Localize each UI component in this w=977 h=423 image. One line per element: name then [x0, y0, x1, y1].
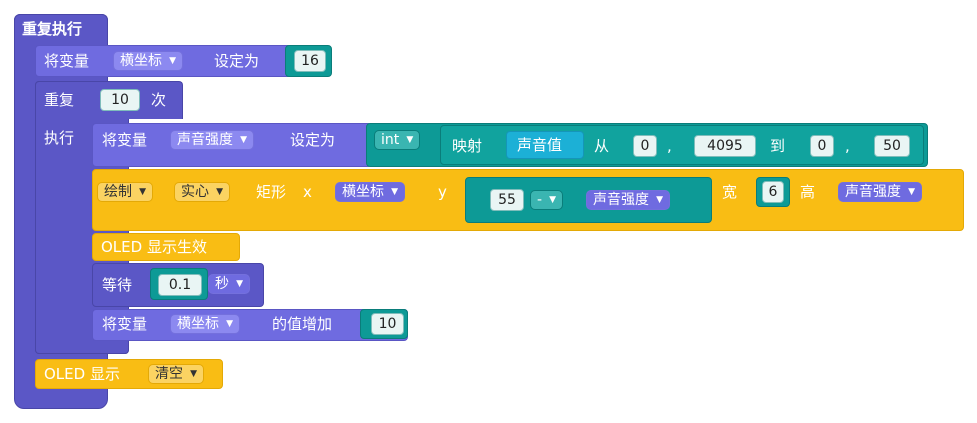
variable-dropdown-label: 横坐标	[120, 53, 162, 69]
y-number-field[interactable]: 55	[490, 189, 524, 211]
y-variable-dropdown[interactable]: 声音强度 ▼	[586, 190, 670, 210]
wait-label: 等待	[102, 276, 133, 294]
sound-variable-dropdown[interactable]: 声音强度 ▼	[170, 130, 254, 150]
change-var-mid: 的值增加	[272, 315, 333, 333]
to-high-field[interactable]: 50	[874, 135, 910, 157]
change-var-prefix: 将变量	[102, 315, 148, 333]
repeat-forever-header[interactable]	[14, 14, 108, 44]
chevron-down-icon: ▼	[549, 195, 557, 205]
map-label: 映射	[452, 137, 483, 155]
oled-clear-action-label: 清空	[155, 366, 183, 382]
y-label: y	[438, 183, 447, 201]
draw-mode-label: 绘制	[104, 184, 132, 200]
chevron-down-icon: ▼	[240, 135, 247, 145]
chevron-down-icon: ▼	[169, 56, 176, 66]
comma-1: ,	[667, 137, 672, 155]
set-sound-mid: 设定为	[290, 131, 336, 149]
chevron-down-icon: ▼	[139, 187, 146, 197]
wait-unit-dropdown[interactable]: 秒▼	[208, 274, 250, 294]
wait-value-field[interactable]: 0.1	[158, 274, 202, 296]
shape-label: 矩形	[256, 183, 287, 201]
repeat-prefix: 重复	[44, 91, 75, 109]
chevron-down-icon: ▼	[656, 195, 663, 205]
draw-mode-dropdown[interactable]: 绘制 ▼	[97, 182, 153, 202]
sound-value-block[interactable]	[506, 131, 584, 159]
from-high-field[interactable]: 4095	[694, 135, 756, 157]
operator-label: -	[537, 192, 543, 208]
fill-mode-label: 实心	[181, 184, 209, 200]
repeat-do-label: 执行	[44, 129, 75, 147]
set-var-prefix: 将变量	[44, 52, 90, 70]
int-type-label: int	[381, 132, 400, 148]
from-label: 从	[594, 137, 610, 155]
repeat-forever-label: 重复执行	[22, 20, 83, 38]
change-variable-dropdown[interactable]: 横坐标 ▼	[170, 314, 240, 334]
chevron-down-icon: ▼	[406, 135, 414, 145]
chevron-down-icon: ▼	[236, 279, 243, 289]
int-type-dropdown[interactable]: int ▼	[374, 130, 421, 150]
variable-dropdown[interactable]: 横坐标 ▼	[113, 51, 183, 71]
change-var-block[interactable]	[92, 309, 408, 341]
wait-unit-label: 秒	[215, 276, 229, 292]
to-low-field[interactable]: 0	[810, 135, 834, 157]
sound-value-label: 声音值	[517, 136, 563, 154]
set-var-mid: 设定为	[214, 52, 260, 70]
y-variable-label: 声音强度	[593, 192, 649, 208]
comma-2: ,	[845, 137, 850, 155]
oled-clear-label: OLED 显示	[44, 365, 120, 383]
chevron-down-icon: ▼	[190, 369, 197, 379]
operator-dropdown[interactable]: -▼	[530, 190, 564, 210]
x-variable-label: 横坐标	[342, 184, 384, 200]
repeat-times-footer	[35, 343, 129, 354]
from-low-field[interactable]: 0	[633, 135, 657, 157]
sound-variable-label: 声音强度	[177, 132, 233, 148]
change-value-field[interactable]: 10	[371, 313, 404, 335]
number-value-field[interactable]: 16	[294, 50, 326, 72]
oled-show-block[interactable]	[92, 233, 240, 261]
set-sound-prefix: 将变量	[102, 131, 148, 149]
chevron-down-icon: ▼	[226, 319, 233, 329]
height-label: 高	[800, 183, 816, 201]
repeat-count-field[interactable]: 10	[100, 89, 140, 111]
chevron-down-icon: ▼	[908, 187, 915, 197]
width-label: 宽	[722, 183, 738, 201]
x-label: x	[303, 183, 312, 201]
fill-mode-dropdown[interactable]: 实心 ▼	[174, 182, 230, 202]
width-value-field[interactable]: 6	[762, 181, 784, 203]
x-variable-dropdown[interactable]: 横坐标 ▼	[335, 182, 405, 202]
height-variable-dropdown[interactable]: 声音强度 ▼	[838, 182, 922, 202]
height-variable-label: 声音强度	[845, 184, 901, 200]
oled-show-label: OLED 显示生效	[101, 238, 207, 256]
change-variable-label: 横坐标	[177, 316, 219, 332]
to-label: 到	[770, 137, 786, 155]
chevron-down-icon: ▼	[391, 187, 398, 197]
chevron-down-icon: ▼	[216, 187, 223, 197]
repeat-suffix: 次	[151, 91, 167, 109]
oled-clear-dropdown[interactable]: 清空 ▼	[148, 364, 204, 384]
